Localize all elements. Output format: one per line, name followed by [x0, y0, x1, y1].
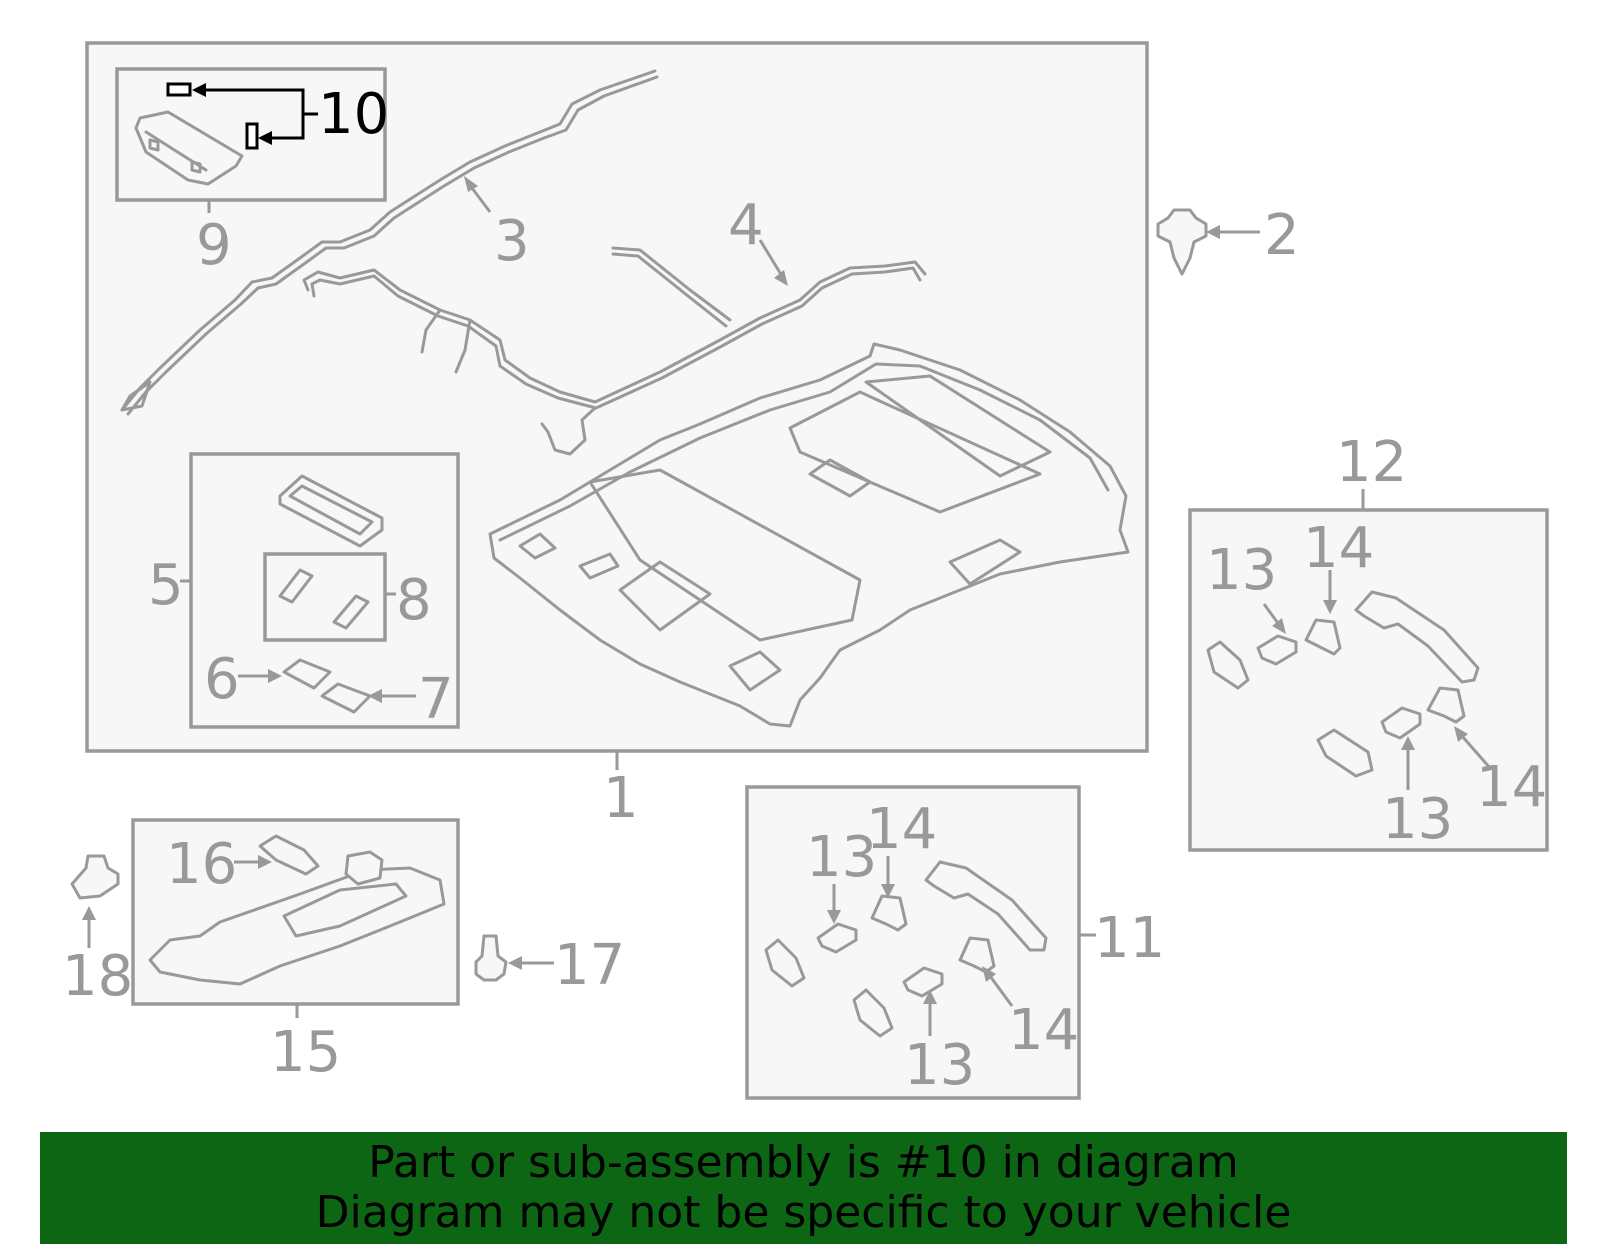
- callout-2[interactable]: 2: [1264, 203, 1300, 268]
- callout-13c[interactable]: 13: [806, 825, 877, 890]
- harness-connector-end: [120, 380, 152, 412]
- bulb-b: [332, 594, 370, 630]
- bulb-a: [278, 568, 314, 604]
- dome-lamp-lens: [278, 474, 384, 548]
- callout-14d-leader: [988, 975, 1014, 1007]
- grab-handle-rear: [1354, 590, 1480, 684]
- cap-14c: [870, 894, 908, 932]
- callout-15[interactable]: 15: [270, 1020, 341, 1085]
- callout-14c[interactable]: 14: [866, 797, 937, 862]
- callout-18-arrow: [82, 906, 96, 920]
- callout-14b-leader: [1460, 735, 1492, 769]
- banner-background: [40, 1132, 1567, 1244]
- base-front-a: [764, 938, 806, 988]
- headliner-edge-detail: [498, 362, 1110, 542]
- callout-9[interactable]: 9: [196, 213, 232, 278]
- part-16-bulb: [258, 834, 320, 876]
- roof-wire-harness-outer: [126, 75, 659, 416]
- base-front-b: [852, 988, 894, 1038]
- callout-13a[interactable]: 13: [1206, 538, 1277, 603]
- vanity-mirror: [282, 882, 408, 938]
- roof-lamp-harness-outer: [310, 266, 922, 410]
- callout-13d-arrow: [923, 990, 937, 1004]
- callout-11[interactable]: 11: [1094, 906, 1165, 971]
- part-2-clip: [1156, 208, 1208, 276]
- callout-10[interactable]: 10: [318, 82, 389, 147]
- bracket-13c: [816, 922, 858, 954]
- map-lamp-detail: [144, 130, 208, 174]
- callout-17-arrow: [508, 956, 522, 970]
- roof-lamp-harness: [302, 260, 927, 404]
- bracket-13a: [1256, 634, 1298, 666]
- callout-18[interactable]: 18: [62, 944, 133, 1009]
- callout-17[interactable]: 17: [554, 933, 625, 998]
- callout-8[interactable]: 8: [396, 568, 432, 633]
- headliner-panel: [488, 342, 1130, 728]
- callout-10-arrow-a: [192, 83, 206, 97]
- callout-13b[interactable]: 13: [1382, 787, 1453, 852]
- part-10-component-b[interactable]: [245, 122, 259, 150]
- callout-5[interactable]: 5: [148, 553, 184, 618]
- callout-3[interactable]: 3: [494, 209, 530, 274]
- map-lamp-housing: [134, 110, 244, 186]
- harness-branch: [420, 246, 732, 456]
- cap-14a: [1304, 618, 1342, 656]
- base-rear-b: [1316, 728, 1374, 778]
- bracket-13b: [1380, 706, 1422, 740]
- callout-14d-arrow: [982, 966, 996, 982]
- callout-7[interactable]: 7: [418, 667, 454, 732]
- callout-4[interactable]: 4: [728, 193, 764, 258]
- banner-line-2: Diagram may not be specific to your vehi…: [315, 1187, 1292, 1238]
- part-10-component-a[interactable]: [166, 82, 192, 97]
- callout-12[interactable]: 12: [1336, 430, 1407, 495]
- callout-14a[interactable]: 14: [1303, 516, 1374, 581]
- callout-2-arrow: [1206, 225, 1220, 239]
- banner-line-1: Part or sub-assembly is #10 in diagram: [368, 1137, 1239, 1188]
- callout-14b[interactable]: 14: [1476, 755, 1547, 820]
- callout-14a-arrow: [1323, 600, 1337, 614]
- callout-6[interactable]: 6: [204, 647, 240, 712]
- part-18-clip: [70, 854, 120, 900]
- callout-13c-arrow: [827, 910, 841, 924]
- bracket-13d: [902, 966, 944, 998]
- base-rear-a: [1206, 640, 1250, 690]
- callout-10-arrow-b: [258, 131, 272, 145]
- info-banner: Part or sub-assembly is #10 in diagram D…: [40, 1132, 1567, 1244]
- grab-handle-front: [924, 860, 1048, 952]
- cap-14d: [958, 936, 996, 974]
- callout-14b-arrow: [1454, 726, 1468, 742]
- part-6-socket: [282, 658, 332, 690]
- callout-3-arrow: [464, 176, 478, 192]
- callout-7-arrow: [368, 689, 382, 703]
- part-17-bolt: [474, 934, 508, 982]
- callout-16-arrow: [258, 855, 272, 869]
- cap-14b: [1426, 686, 1466, 724]
- roof-wire-harness: [120, 69, 657, 412]
- callout-14d[interactable]: 14: [1008, 998, 1079, 1063]
- headliner-inner-panels: [518, 374, 1052, 692]
- callout-13a-arrow: [1272, 618, 1286, 634]
- callout-13b-arrow: [1401, 736, 1415, 750]
- callout-13d[interactable]: 13: [904, 1033, 975, 1098]
- dome-lamp-lens-edge: [288, 484, 374, 536]
- callout-16[interactable]: 16: [166, 832, 237, 897]
- callout-4-leader: [758, 239, 784, 277]
- callout-1[interactable]: 1: [603, 766, 639, 831]
- callout-14c-arrow: [881, 884, 895, 898]
- callout-6-arrow: [268, 669, 282, 683]
- sun-visor: [148, 866, 446, 986]
- callout-3-leader: [470, 187, 492, 213]
- visor-clip: [344, 850, 384, 886]
- callout-4-arrow: [774, 270, 788, 286]
- callout-10-bracket: [204, 88, 318, 140]
